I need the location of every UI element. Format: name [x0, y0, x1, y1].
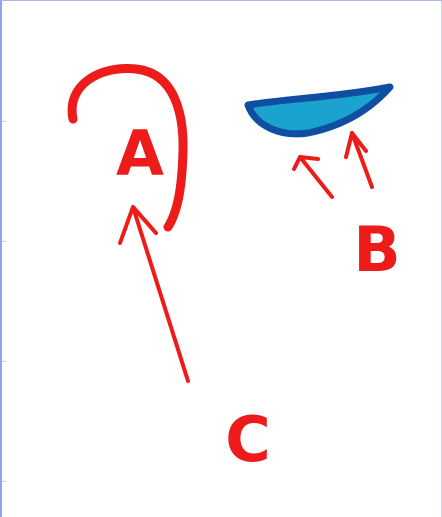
label-b: B	[353, 213, 400, 286]
frame-tick	[2, 361, 6, 362]
frame-tick	[2, 481, 6, 482]
label-c: C	[225, 403, 271, 476]
blue-shape	[244, 83, 394, 138]
label-a: A	[116, 117, 164, 190]
frame-tick	[2, 241, 6, 242]
circle-around-a	[67, 64, 188, 232]
frame-tick	[2, 121, 6, 122]
arrow-b-right	[344, 131, 374, 189]
arrow-c	[118, 205, 190, 383]
arrow-b-left	[292, 155, 334, 199]
